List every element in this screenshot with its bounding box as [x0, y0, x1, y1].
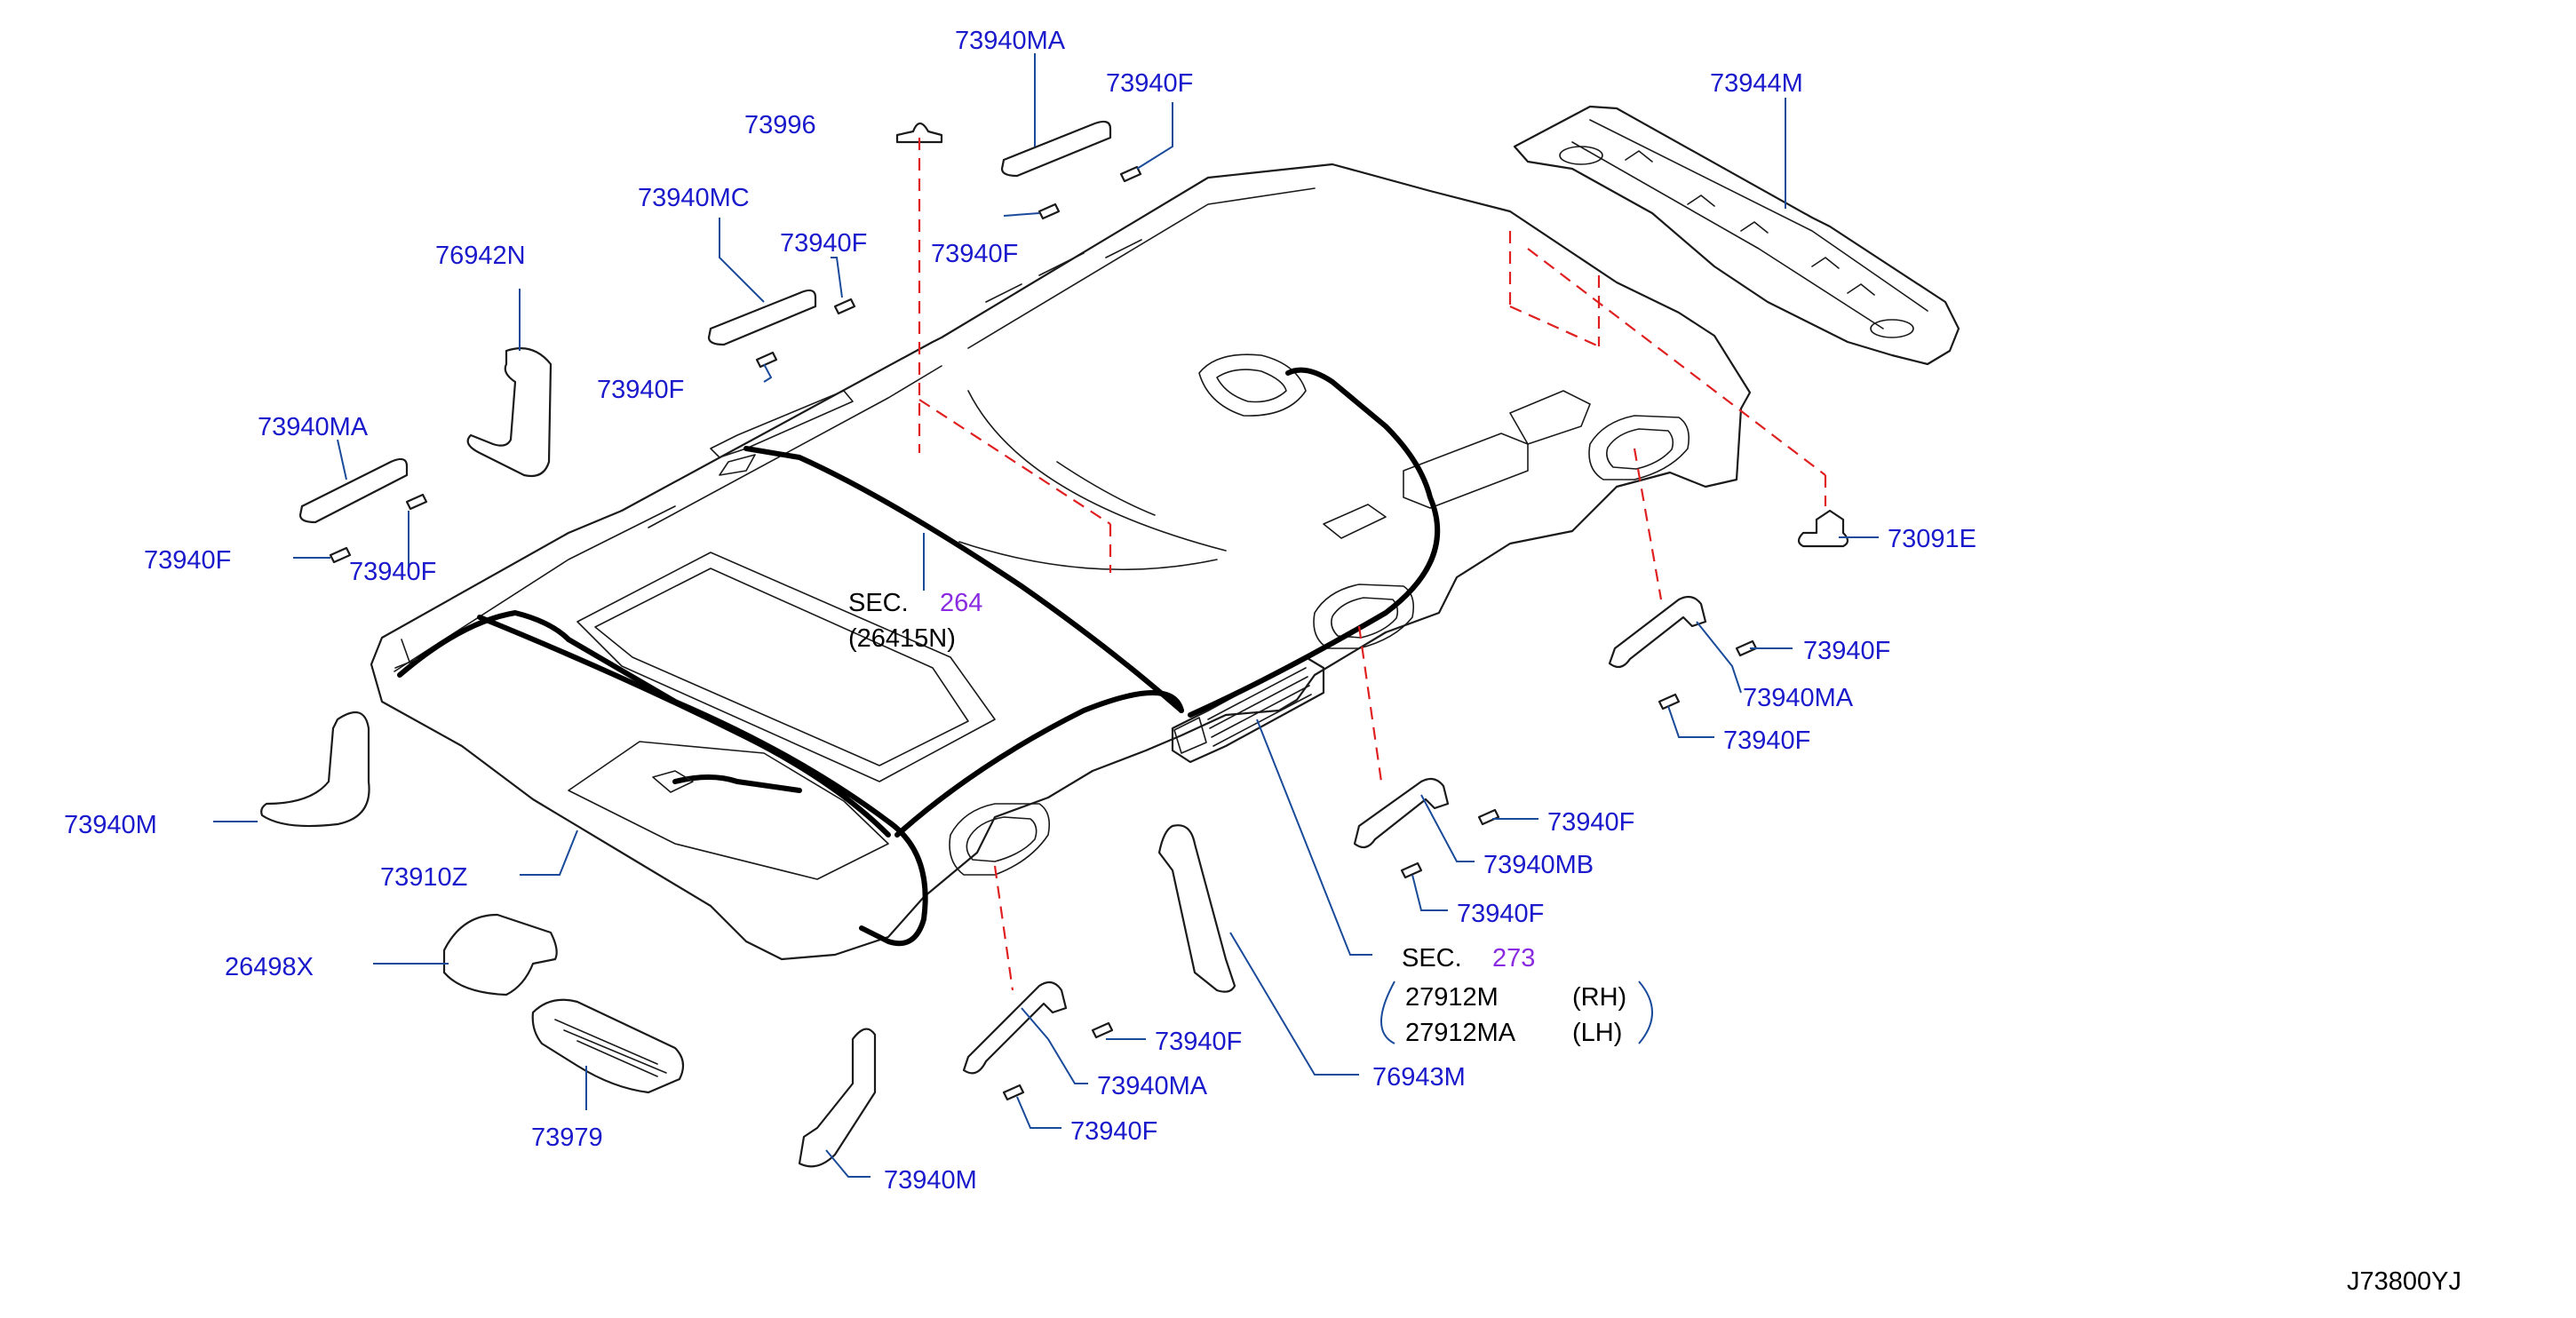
label-73940f-r1[interactable]: 73940F — [1803, 637, 1890, 665]
label-73940f-top2[interactable]: 73940F — [931, 240, 1018, 268]
section-264-callout: SEC. 264 (26415N) — [848, 589, 982, 653]
label-76943m[interactable]: 76943M — [1372, 1063, 1466, 1092]
sec-264-part[interactable]: (26415N) — [848, 624, 956, 653]
label-73940m-left[interactable]: 73940M — [64, 811, 157, 839]
label-73940f-mb2[interactable]: 73940F — [1457, 900, 1544, 928]
roof-harness — [394, 367, 1441, 947]
sec-264-number[interactable]: 264 — [940, 589, 982, 617]
part-labels: 73940MA 73940F 73996 73940F 73940MC 7394… — [64, 27, 1976, 1195]
sec-273-rh-side: (RH) — [1572, 983, 1626, 1012]
label-73091e[interactable]: 73091E — [1888, 525, 1976, 553]
label-73940mb[interactable]: 73940MB — [1483, 851, 1594, 879]
label-76942n[interactable]: 76942N — [435, 242, 526, 270]
rear-trim-73944m — [1513, 105, 1960, 366]
label-26498x[interactable]: 26498X — [225, 953, 314, 981]
label-73940ma-bottom[interactable]: 73940MA — [1097, 1072, 1208, 1100]
label-73940f-b1[interactable]: 73940F — [1155, 1028, 1242, 1056]
label-73940f-left1[interactable]: 73940F — [144, 546, 231, 575]
label-73979[interactable]: 73979 — [531, 1123, 603, 1152]
label-73940ma-top[interactable]: 73940MA — [955, 27, 1066, 55]
label-73940f-mb1[interactable]: 73940F — [1547, 808, 1634, 837]
label-73940ma-right[interactable]: 73940MA — [1743, 684, 1854, 712]
leader-lines — [213, 53, 1879, 1178]
sec-273-lh-part[interactable]: 27912MA — [1405, 1019, 1516, 1047]
dashed-references — [918, 138, 1827, 991]
sec-273-lh-side: (LH) — [1572, 1019, 1622, 1047]
label-73940f-left2[interactable]: 73940F — [349, 558, 436, 586]
label-73940f-r2[interactable]: 73940F — [1723, 726, 1810, 755]
label-73996[interactable]: 73996 — [744, 111, 816, 139]
label-73940m-bottom[interactable]: 73940M — [884, 1166, 977, 1195]
label-73940f-mc2[interactable]: 73940F — [597, 376, 684, 404]
label-73940ma-left[interactable]: 73940MA — [258, 413, 369, 441]
label-73944m[interactable]: 73944M — [1710, 69, 1803, 98]
label-73940f-b2[interactable]: 73940F — [1070, 1117, 1157, 1146]
label-73940mc[interactable]: 73940MC — [638, 184, 750, 212]
sec-273-rh-part[interactable]: 27912M — [1405, 983, 1499, 1012]
label-73940f-mc1[interactable]: 73940F — [780, 229, 867, 258]
sec-264-prefix: SEC. — [848, 589, 909, 617]
diagram-code: J73800YJ — [2347, 1267, 2461, 1296]
section-273-callout: SEC. 273 27912M (RH) 27912MA (LH) — [1402, 944, 1626, 1047]
sec-273-number[interactable]: 273 — [1492, 944, 1535, 973]
label-73940f-top[interactable]: 73940F — [1106, 69, 1193, 98]
headlining-panel — [370, 163, 1752, 961]
sec-273-prefix: SEC. — [1402, 944, 1462, 973]
label-73910z[interactable]: 73910Z — [380, 863, 467, 892]
parts — [260, 120, 1849, 1168]
